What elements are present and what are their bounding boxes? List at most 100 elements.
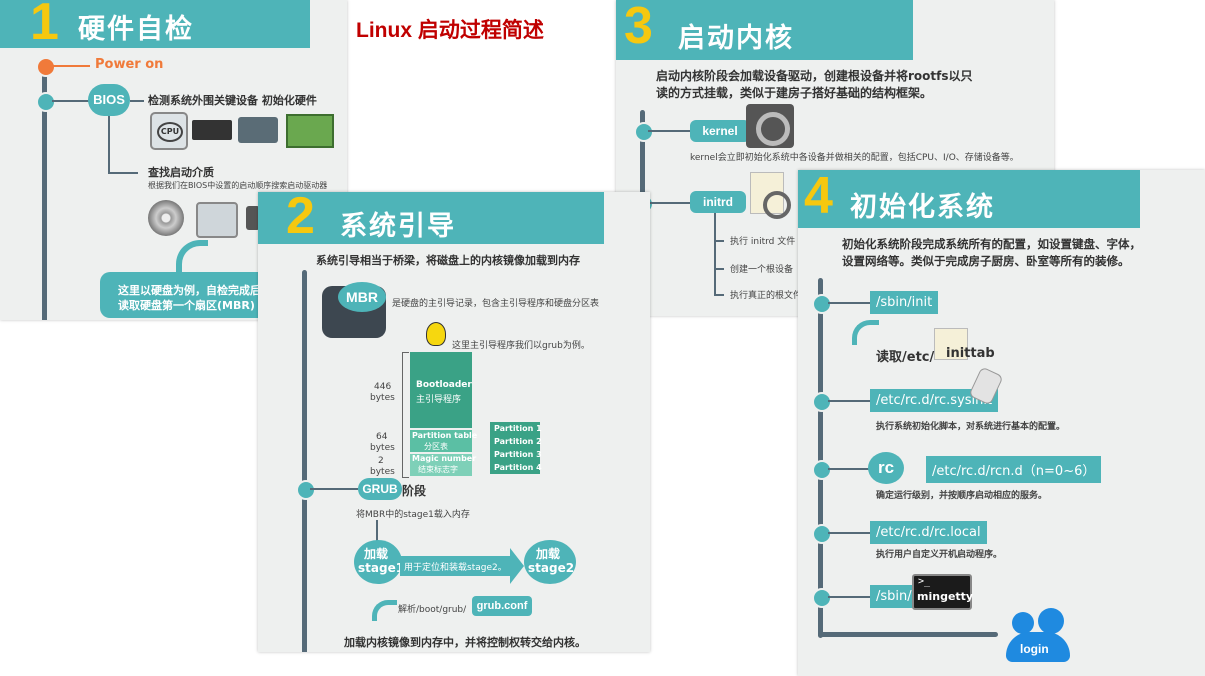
panel2-number: 2: [286, 192, 315, 245]
initrd-item2-connector: [714, 268, 724, 270]
rc-connector: [828, 468, 870, 470]
panel-init-system: 4 初始化系统 初始化系统阶段完成系统所有的配置，如设置键盘、字体， 设置网络等…: [798, 170, 1205, 676]
mbr-note-line2: 读取硬盘第一个扇区(MBR): [118, 299, 255, 312]
page-title: Linux 启动过程简述: [356, 19, 544, 42]
rcn-d-label: /etc/rc.d/rcn.d（n=0~6）: [926, 456, 1102, 483]
bytes-2: bytes: [370, 467, 395, 477]
partition-table-en: Partition table: [412, 431, 478, 440]
partition-3: Partition 3: [494, 450, 542, 459]
cd-disc-icon: [148, 200, 184, 236]
find-boot-title: 查找启动介质: [148, 166, 214, 179]
bios-dot: [36, 92, 56, 112]
bios-badge: BIOS: [88, 84, 130, 116]
stage1-line1: 加载: [364, 547, 389, 561]
size-64: 64: [376, 432, 388, 442]
stage-arrow: [400, 556, 510, 576]
initrd-connector: [648, 202, 690, 204]
bootloader-block: [410, 352, 472, 428]
sbin-init-dot: [812, 294, 832, 314]
bios-connector: [52, 100, 92, 102]
initrd-branch: [714, 213, 716, 295]
terminal-icon: >_ mingetty: [912, 574, 974, 610]
panel2-timeline: [302, 270, 307, 652]
stage2-circle: [524, 540, 576, 584]
mingetty-dot: [812, 588, 832, 608]
magic-number-block: [410, 454, 472, 476]
panel-hardware-check: 1 硬件自检 Power on BIOS 检测系统外围关键设备 初始化硬件 CP…: [0, 0, 347, 320]
find-boot-connector: [108, 172, 138, 174]
panel4-timeline-bottom: [818, 632, 998, 637]
partition-1: Partition 1: [494, 424, 542, 433]
inittab-label: inittab: [946, 346, 995, 361]
settings-document-icon: [750, 172, 791, 219]
size-bracket: [402, 352, 409, 478]
rc-local-dot: [812, 524, 832, 544]
panel2-final: 加载内核镜像到内存中，并将控制权转交给内核。: [344, 636, 586, 649]
panel1-header: [0, 0, 310, 48]
bytes-64: bytes: [370, 443, 395, 453]
grub-example-note: 这里主引导程序我们以grub为例。: [452, 341, 590, 351]
initrd-badge: initrd: [690, 191, 746, 213]
panel4-intro-line1: 初始化系统阶段完成系统所有的配置，如设置键盘、字体，: [842, 237, 1141, 251]
panel2-header: [258, 192, 604, 244]
partition-2: Partition 2: [494, 437, 542, 446]
panel1-timeline: [42, 62, 47, 320]
magic-number-en: Magic number: [412, 454, 477, 463]
panel4-header: [798, 170, 1140, 228]
usb-drive-icon: [246, 206, 260, 230]
mbr-note-line1: 这里以硬盘为例，自检完成后: [118, 284, 261, 297]
rc-sysinit-desc: 执行系统初始化脚本，对系统进行基本的配置。: [876, 422, 1066, 432]
initrd-item3-connector: [714, 294, 724, 296]
bootloader-cn: 主引导程序: [416, 395, 462, 405]
panel4-title: 初始化系统: [850, 192, 995, 223]
gear-icon: [746, 104, 794, 148]
rc-local-connector: [828, 532, 870, 534]
kernel-dot: [634, 122, 654, 142]
sbin-init-label: /sbin/init: [870, 291, 939, 314]
cpu-icon: CPU: [150, 112, 188, 150]
rc-local-desc: 执行用户自定义开机启动程序。: [876, 550, 1003, 560]
kernel-connector: [648, 130, 690, 132]
rc-local-label: /etc/rc.d/rc.local: [870, 521, 987, 544]
file-icon: [934, 328, 968, 360]
stage1-line2: stage1: [358, 561, 405, 575]
motherboard-icon: [286, 114, 334, 148]
rc-sysinit-connector: [828, 400, 870, 402]
panel2-title: 系统引导: [340, 211, 456, 242]
panel4-number: 4: [804, 170, 833, 225]
stage1-branch: [376, 520, 378, 542]
bios-description: 检测系统外围关键设备 初始化硬件: [148, 94, 317, 107]
mingetty-label: mingetty: [917, 590, 974, 603]
rc-sysinit-label: /etc/rc.d/rc.sysinit: [870, 389, 999, 412]
panel3-intro-line1: 启动内核阶段会加载设备驱动，创建根设备并将rootfs以只: [656, 69, 973, 83]
stage-arrow-head: [510, 548, 524, 584]
terminal-prompt: >_: [918, 576, 931, 587]
stage1-circle: [354, 540, 402, 584]
memory-chip-icon: [192, 120, 232, 140]
panel1-title: 硬件自检: [78, 14, 194, 45]
rcn-desc: 确定运行级别，并按顺序启动相应的服务。: [876, 491, 1048, 501]
login-users-icon: login: [1006, 608, 1078, 668]
ram-module-icon: [238, 117, 278, 143]
parse-grub-path: 解析/boot/grub/: [398, 605, 467, 615]
rc-dot: [812, 460, 832, 480]
bootloader-en: Bootloader: [416, 380, 472, 390]
size-446: 446: [374, 382, 392, 392]
partition-4: Partition 4: [494, 463, 542, 472]
grub-badge: GRUB: [358, 478, 402, 500]
panel3-intro-line2: 读的方式挂载，类似于建房子搭好基础的结构框架。: [656, 86, 933, 100]
lightbulb-icon: [426, 322, 446, 346]
mbr-badge: MBR: [338, 282, 386, 312]
stage2-line2: stage2: [528, 561, 575, 575]
grub-dot: [296, 480, 316, 500]
panel3-title: 启动内核: [678, 23, 794, 54]
grub-stage-label: 阶段: [402, 484, 427, 498]
initrd-item-1: 执行 initrd 文件: [730, 237, 796, 247]
sbin-init-connector: [828, 302, 870, 304]
panel4-intro-line2: 设置网络等。类似于完成房子厨房、卧室等所有的装修。: [842, 254, 1130, 268]
panel4-timeline: [818, 278, 823, 638]
power-on-connector: [52, 65, 90, 67]
initrd-item-2: 创建一个根设备: [730, 265, 794, 275]
power-on-label: Power on: [95, 57, 164, 72]
stage2-line1: 加载: [536, 547, 561, 561]
